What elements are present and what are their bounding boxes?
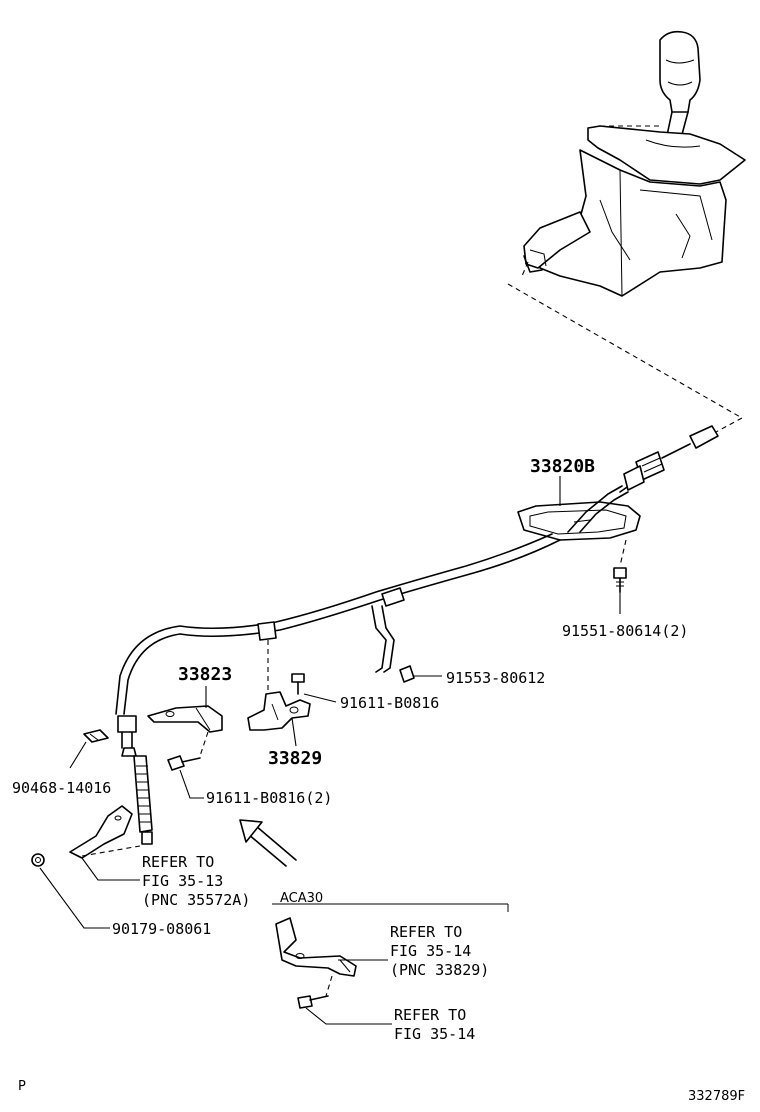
label-33820B: 33820B [530, 456, 595, 477]
assembly-dash-line [507, 283, 743, 419]
label-90468-14016: 90468-14016 [12, 779, 111, 797]
refer1-line3: (PNC 35572A) [142, 891, 250, 909]
label-91611-B0816: 91611-B0816 [340, 694, 439, 712]
cable-end-lower [117, 715, 153, 845]
refer3-line1: REFER TO [394, 1006, 466, 1024]
label-91551-80614: 91551-80614(2) [562, 622, 688, 640]
label-91553-80612: 91553-80612 [446, 669, 545, 687]
direction-arrow [239, 819, 297, 867]
bolt-91611-B0816: 91611-B0816 [291, 673, 439, 712]
shift-cable [115, 533, 561, 715]
refer1-line2: FIG 35-13 [142, 872, 223, 890]
refer3-line2: FIG 35-14 [394, 1025, 475, 1043]
bracket-33823: 33823 [147, 664, 232, 733]
variant-label: ACA30 [280, 891, 323, 906]
refer1-line1: REFER TO [142, 853, 214, 871]
clip-90468-14016: 90468-14016 [12, 729, 111, 797]
nut-90179-08061: 90179-08061 [31, 853, 211, 938]
bolt-91551-80614: 91551-80614(2) [562, 567, 688, 640]
label-91611-B0816-2: 91611-B0816(2) [206, 789, 332, 807]
cable-bracket-91553: 91553-80612 [371, 605, 545, 687]
diagram-id: 332789F [688, 1089, 745, 1104]
variant-section-aca30: ACA30 REFER TO FIG 35-14 (PNC 33829) REF… [272, 891, 509, 1043]
shift-lever-assembly [521, 30, 746, 297]
refer2-line2: FIG 35-14 [390, 942, 471, 960]
label-90179-08061: 90179-08061 [112, 920, 211, 938]
bracket-33829: 33829 [247, 691, 322, 769]
corner-label-left: P [18, 1079, 26, 1094]
refer-block-1: REFER TO FIG 35-13 (PNC 35572A) [142, 853, 250, 909]
label-33829: 33829 [268, 748, 322, 769]
shift-lever-bracket [69, 805, 141, 881]
part-33820B-grommet: 33820B [517, 456, 641, 541]
bolt-91611-B0816-2: 91611-B0816(2) [167, 755, 332, 807]
cable-end-upper [619, 425, 719, 493]
label-33823: 33823 [178, 664, 232, 685]
refer2-line3: (PNC 33829) [390, 961, 489, 979]
refer2-line1: REFER TO [390, 923, 462, 941]
